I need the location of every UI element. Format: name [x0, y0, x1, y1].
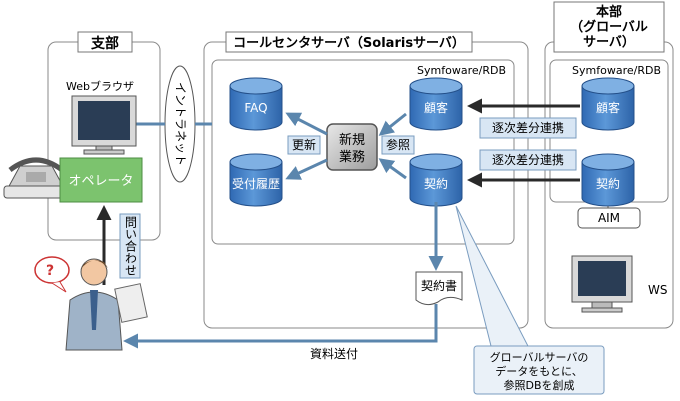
question-mark: ?	[46, 263, 54, 279]
db-contract-local	[409, 153, 463, 207]
hq-db-group-label: Symfoware/RDB	[572, 64, 661, 77]
telephone-icon	[3, 157, 69, 199]
aim-box	[577, 207, 641, 229]
sync1-label: 逐次差分連携	[492, 120, 564, 135]
process-to-faq-arrow	[285, 112, 328, 136]
process-line1: 新規	[339, 132, 365, 148]
db-faq	[229, 77, 283, 131]
new-business-process	[326, 123, 378, 171]
process-to-history-arrow	[285, 158, 328, 180]
update-label: 更新	[292, 137, 316, 152]
callout-line1: グローバルサーバの	[490, 350, 589, 364]
update-label-box	[287, 135, 321, 155]
db-contract-hq	[581, 153, 635, 207]
aim-label: AIM	[598, 211, 620, 225]
contract-document-icon	[415, 271, 463, 306]
contract-to-process-arrow	[378, 158, 407, 180]
db-history-label: 受付履歴	[232, 177, 280, 191]
hq-title-tab	[553, 1, 665, 53]
refer-label: 参照	[386, 137, 410, 152]
customer-person-icon	[34, 256, 148, 351]
db-contract-hq-label: 契約	[596, 176, 620, 191]
center-title: コールセンタサーバ（Solarisサーバ）	[233, 35, 465, 51]
pc-monitor-icon	[71, 95, 137, 155]
operator-box	[59, 157, 143, 203]
inquiry-label: 問い合わせ	[124, 216, 138, 276]
db-faq-label: FAQ	[244, 101, 267, 115]
center-title-tab	[225, 31, 473, 53]
browser-label: Webブラウザ	[66, 79, 134, 93]
refer-label-box	[381, 135, 415, 155]
send-docs-arrow	[123, 304, 438, 349]
ws-label: WS	[648, 283, 667, 297]
db-contract-local-label: 契約	[424, 176, 448, 191]
hq-title-line1: 本部	[596, 4, 622, 20]
db-customer-hq	[581, 77, 635, 131]
customer-to-process-arrow	[378, 112, 407, 136]
branch-title-tab	[77, 31, 133, 53]
contract-doc-label: 契約書	[421, 278, 457, 293]
db-customer-hq-label: 顧客	[596, 100, 620, 115]
center-db-group-label: Symfoware/RDB	[417, 64, 506, 77]
intranet-label: イントラネット	[174, 82, 188, 166]
sync2-label-box	[479, 149, 577, 171]
send-docs-label: 資料送付	[310, 346, 358, 361]
inquiry-label-box	[119, 213, 141, 279]
hq-title-line2: （グローバル	[570, 19, 648, 35]
callout-line2: データをもとに、	[495, 364, 582, 378]
sync1-label-box	[479, 117, 577, 139]
hq-title-line3: サーバ）	[583, 34, 635, 50]
db-customer-local-label: 顧客	[424, 100, 448, 115]
callout-line3: 参照DBを創成	[503, 378, 574, 392]
branch-title: 支部	[90, 35, 119, 52]
process-line2: 業務	[339, 149, 365, 165]
operator-label: オペレータ	[68, 174, 133, 189]
db-history	[229, 153, 283, 207]
db-customer-local	[409, 77, 463, 131]
callout-box	[473, 345, 605, 395]
workstation-icon	[571, 255, 633, 313]
sync2-label: 逐次差分連携	[492, 152, 564, 167]
